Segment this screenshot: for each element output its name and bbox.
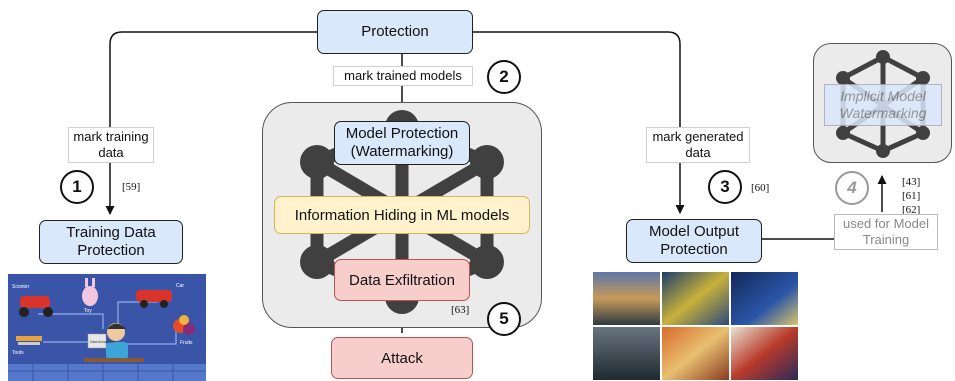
mark-training-data-text: mark training data	[73, 129, 149, 160]
label-tools: Tools	[12, 350, 24, 356]
model-output-protection-box: Model Output Protection	[626, 219, 762, 263]
generated-image-5	[662, 327, 729, 380]
training-data-protection-label: Training Data Protection	[66, 224, 156, 259]
data-exfiltration-label: Data Exfiltration	[349, 271, 455, 289]
cite-60: [60]	[751, 182, 770, 194]
generated-image-3	[731, 272, 798, 325]
used-for-training-text: used for Model Training	[843, 216, 929, 247]
arrow-to-output-protection	[473, 31, 685, 214]
step-2-number: 2	[499, 67, 509, 86]
protection-box: Protection	[317, 10, 473, 54]
cite-59: [59]	[122, 181, 141, 193]
scooter-icon	[19, 296, 53, 317]
training-data-protection-box: Training Data Protection	[39, 220, 183, 264]
annotator-icon	[84, 323, 144, 362]
label-annotation: Data Annotation	[90, 340, 115, 344]
implicit-watermark-box: Implicit Model Watermarking	[824, 84, 942, 126]
generated-images-grid	[593, 272, 798, 380]
cite-61: [61]	[902, 190, 921, 202]
step-5-badge: 5	[487, 302, 521, 336]
step-4-badge: 4	[835, 171, 869, 205]
protection-label: Protection	[361, 23, 429, 40]
model-protection-label: Model Protection (Watermarking)	[345, 125, 459, 160]
step-4-number: 4	[847, 178, 857, 197]
attack-box: Attack	[331, 337, 473, 379]
label-scooter: Scooter	[12, 284, 30, 290]
label-fruits: Fruits	[180, 340, 193, 346]
mark-generated-data-text: mark generated data	[652, 129, 744, 160]
model-output-protection-label: Model Output Protection	[648, 223, 740, 258]
generated-image-6	[731, 327, 798, 380]
generated-image-4	[593, 327, 660, 380]
cite-63: [63]	[451, 304, 470, 316]
cite-43: [43]	[902, 176, 921, 188]
toy-icon	[82, 278, 98, 306]
step-1-number: 1	[72, 177, 82, 196]
training-data-illustration: Scooter Toy Car Tools Fruits Data Annota…	[8, 274, 206, 381]
arrow-to-training-protection	[105, 31, 317, 215]
info-hiding-label: Information Hiding in ML models	[294, 206, 510, 224]
step-5-number: 5	[499, 309, 509, 328]
mark-trained-models-label: mark trained models	[333, 66, 473, 86]
cite-62: [62]	[902, 204, 921, 216]
car-icon	[136, 290, 172, 308]
label-car: Car	[176, 283, 184, 289]
mark-generated-data-label: mark generated data	[646, 127, 750, 163]
step-2-badge: 2	[487, 60, 521, 94]
step-3-badge: 3	[708, 170, 742, 204]
generated-image-1	[593, 272, 660, 325]
data-exfiltration-box: Data Exfiltration	[334, 259, 470, 301]
step-1-badge: 1	[60, 170, 94, 204]
mark-training-data-label: mark training data	[68, 127, 154, 163]
mark-trained-models-text: mark trained models	[344, 68, 462, 83]
label-toy: Toy	[84, 308, 92, 314]
attack-label: Attack	[381, 349, 423, 367]
info-hiding-box: Information Hiding in ML models	[274, 196, 530, 234]
used-for-training-label: used for Model Training	[834, 214, 938, 250]
tools-icon	[16, 336, 42, 345]
fruits-icon	[173, 315, 195, 335]
implicit-watermark-label: Implicit Model Watermarking	[839, 88, 927, 121]
model-protection-box: Model Protection (Watermarking)	[334, 121, 470, 165]
step-3-number: 3	[720, 177, 730, 196]
generated-image-2	[662, 272, 729, 325]
